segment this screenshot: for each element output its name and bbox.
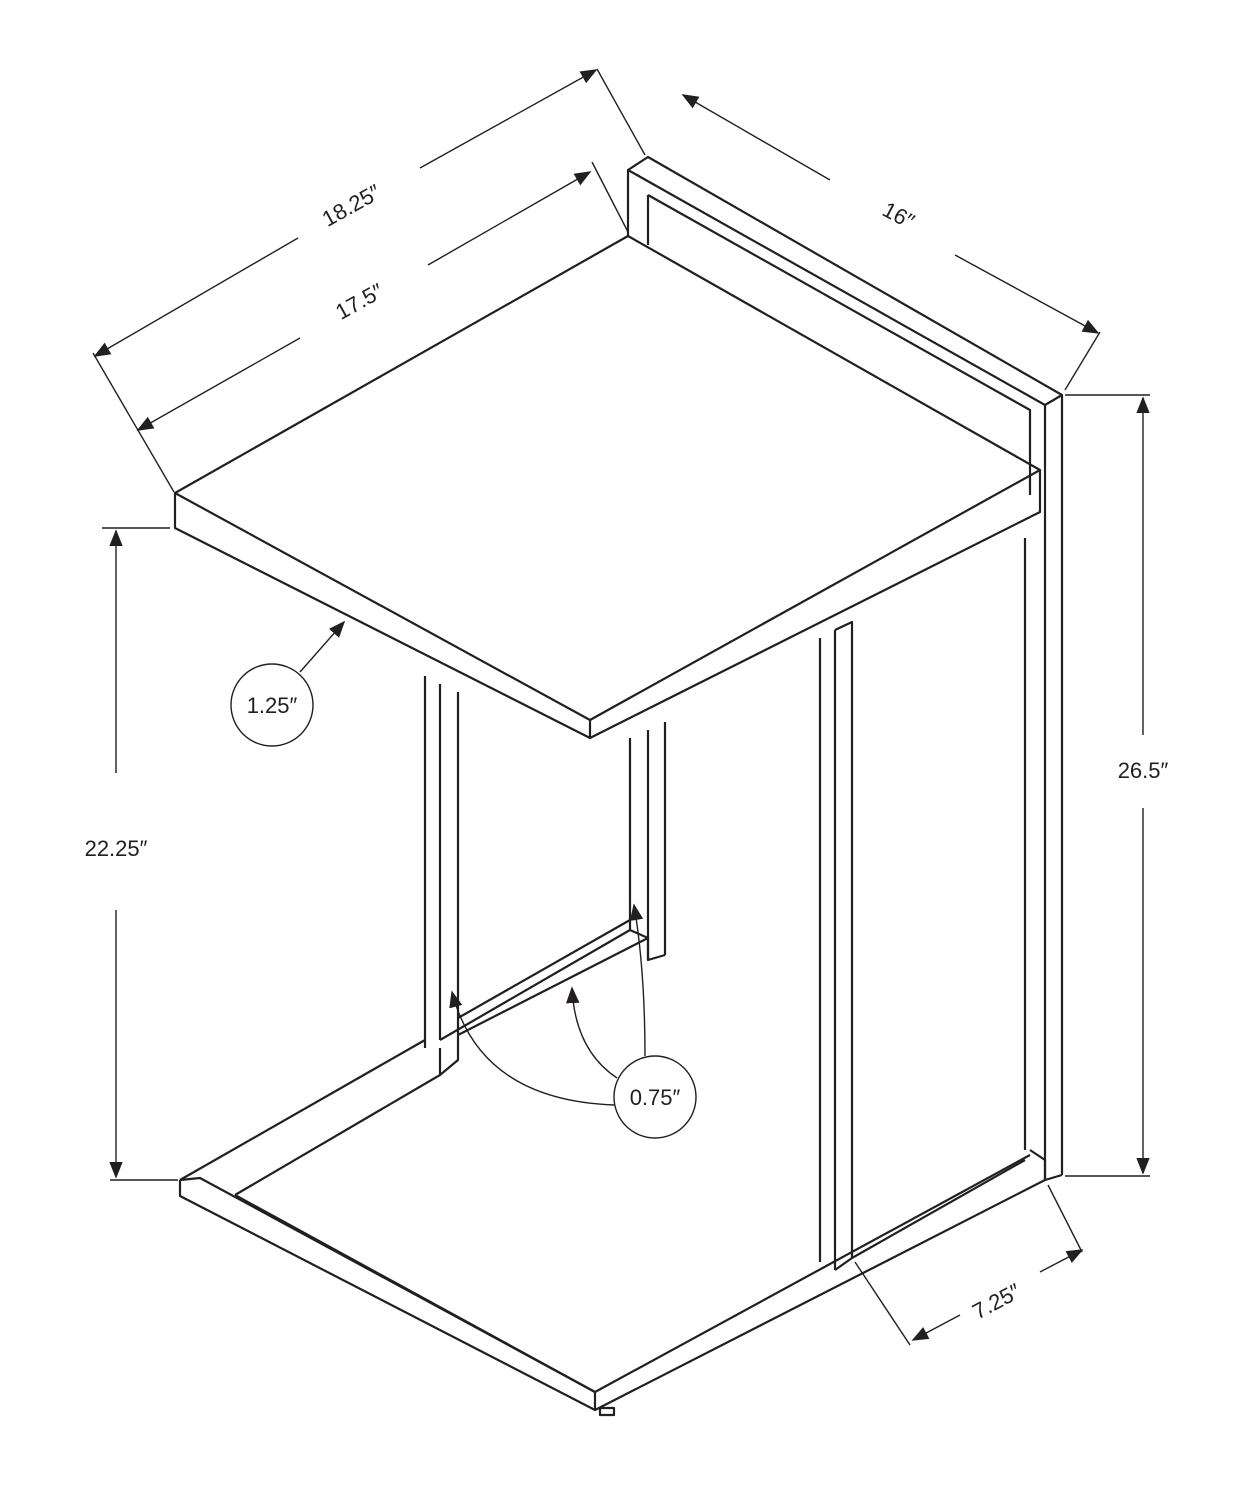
label-0-75: 0.75″: [630, 1085, 681, 1110]
base-frame: [178, 1035, 1046, 1417]
dimension-top-width: 17.5″: [136, 161, 629, 431]
front-upright: [818, 538, 1027, 1270]
callout-frame-thickness: 0.75″: [449, 903, 697, 1139]
label-16: 16″: [878, 197, 918, 234]
tabletop: [173, 234, 1042, 740]
back-frame: [626, 155, 1064, 1182]
dimension-top-height: 22.25″: [85, 527, 178, 1181]
dimension-base-clearance: 7.25″: [854, 1184, 1084, 1346]
label-18-25: 18.25″: [318, 179, 385, 231]
label-7-25: 7.25″: [968, 1278, 1025, 1324]
dimension-overall-width: 18.25″: [92, 68, 646, 493]
label-22-25: 22.25″: [85, 836, 148, 861]
label-17-5: 17.5″: [331, 278, 388, 325]
dimension-overall-height: 26.5″: [1065, 394, 1169, 1177]
inner-legs: [423, 676, 667, 1048]
callout-top-thickness: 1.25″: [230, 620, 346, 747]
label-1-25: 1.25″: [247, 693, 298, 718]
dimension-depth: 16″: [681, 94, 1101, 391]
label-26-5: 26.5″: [1118, 758, 1169, 783]
